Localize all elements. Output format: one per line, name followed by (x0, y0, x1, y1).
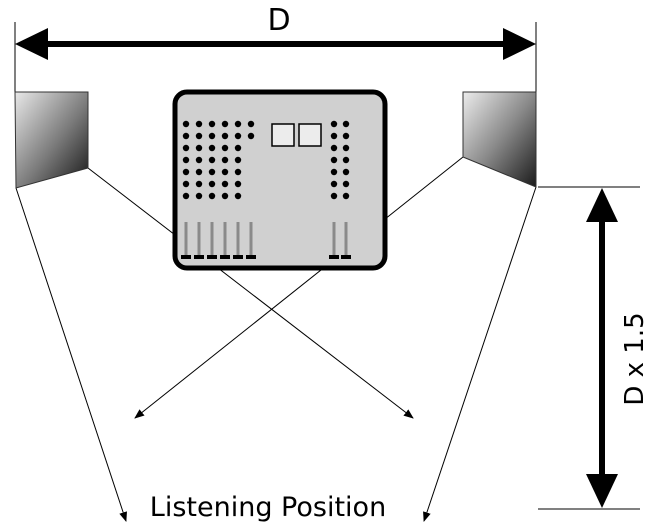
depth-dimension: D x 1.5 (538, 186, 650, 510)
left-speaker (14, 91, 89, 189)
console-knob (208, 144, 216, 152)
console-fader-cap (246, 255, 256, 259)
left-inner-line (87, 167, 414, 419)
console-knob (234, 144, 242, 152)
mixing-console-icon (172, 89, 388, 271)
console-knob (221, 168, 229, 176)
console-screen-right (298, 123, 322, 147)
console-knob (195, 132, 203, 140)
console-knob (234, 120, 242, 128)
console-knob (342, 120, 350, 128)
width-dimension: D (14, 3, 537, 92)
speaker-icon (462, 91, 537, 188)
console-knob (330, 144, 338, 152)
console-knob (182, 168, 190, 176)
console-knob (208, 120, 216, 128)
right-outer-line (423, 186, 537, 522)
width-arrowhead-left (15, 28, 48, 60)
console-knob (182, 120, 190, 128)
console-knob (195, 192, 203, 200)
console-fader-cap (233, 255, 243, 259)
console-screen-left (271, 123, 295, 147)
console-knob (195, 180, 203, 188)
console-knob (182, 156, 190, 164)
console-fader-cap (341, 255, 351, 259)
width-label: D (267, 3, 290, 38)
console-knob (208, 180, 216, 188)
console-knob (342, 192, 350, 200)
console-knob (247, 132, 255, 140)
console-knob (330, 168, 338, 176)
console-knob (221, 156, 229, 164)
console-knob (208, 156, 216, 164)
depth-arrowhead-top (586, 188, 618, 222)
console-fader-cap (194, 255, 204, 259)
console-knob (195, 168, 203, 176)
console-knob (182, 144, 190, 152)
console-knob (234, 168, 242, 176)
console-knob (330, 132, 338, 140)
console-knob (221, 120, 229, 128)
console-knob (208, 192, 216, 200)
console-knob (221, 144, 229, 152)
console-knob (234, 132, 242, 140)
console-knob (330, 192, 338, 200)
console-knob (221, 180, 229, 188)
console-knob (342, 156, 350, 164)
console-knob (330, 120, 338, 128)
depth-label: D x 1.5 (620, 312, 650, 405)
console-knob (208, 168, 216, 176)
console-knob (342, 180, 350, 188)
console-knob (221, 132, 229, 140)
console-knob (247, 120, 255, 128)
width-arrowhead-right (503, 28, 536, 60)
console-knob (195, 120, 203, 128)
left-outer-line (15, 187, 127, 522)
console-body (172, 89, 388, 271)
console-knob (221, 192, 229, 200)
console-knob (234, 156, 242, 164)
console-knob (182, 180, 190, 188)
console-knob (330, 156, 338, 164)
sound-lines (15, 156, 537, 522)
speaker-icon (14, 91, 89, 189)
console-fader-cap (207, 255, 217, 259)
console-knob (234, 192, 242, 200)
console-knob (182, 132, 190, 140)
listening-position-label: Listening Position (150, 492, 386, 523)
console-knob (208, 132, 216, 140)
console-fader-cap (181, 255, 191, 259)
console-knob (342, 132, 350, 140)
console-knobs (182, 120, 350, 200)
console-knob (342, 144, 350, 152)
console-knob (195, 144, 203, 152)
console-knob (330, 180, 338, 188)
console-knob (234, 180, 242, 188)
console-knob (182, 192, 190, 200)
depth-arrowhead-bottom (586, 474, 618, 508)
right-speaker (462, 91, 537, 188)
console-fader-cap (329, 255, 339, 259)
console-knob (342, 168, 350, 176)
console-faders (181, 222, 351, 259)
right-inner-line (134, 156, 464, 419)
console-fader-cap (220, 255, 230, 259)
console-knob (195, 156, 203, 164)
